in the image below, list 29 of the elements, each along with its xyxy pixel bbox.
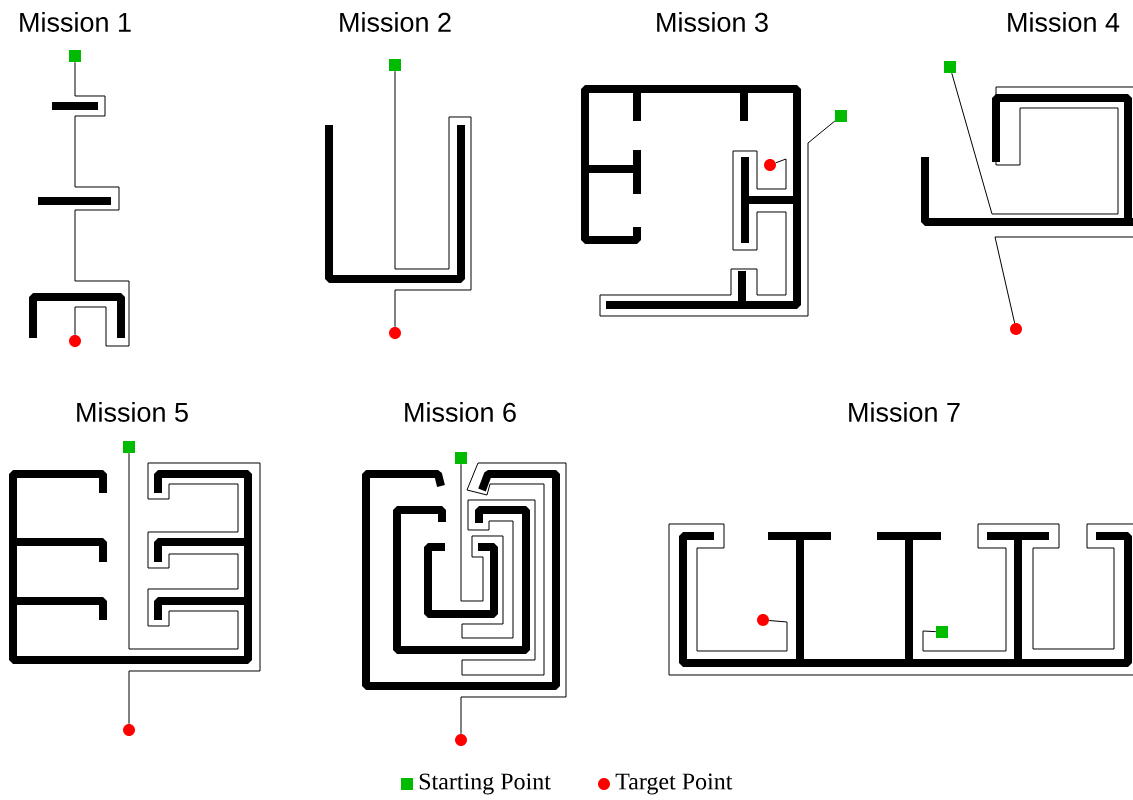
- target-marker: [69, 335, 81, 347]
- mission-title: Mission 3: [657, 12, 768, 32]
- mission-title: Mission 1: [20, 12, 131, 32]
- legend-label: Target Point: [615, 773, 733, 795]
- mission-title: Mission 6: [405, 402, 516, 422]
- mission-title: Mission 4: [1008, 12, 1120, 32]
- start-marker: [936, 626, 948, 638]
- path-line: [951, 72, 1133, 324]
- target-marker: [389, 327, 401, 339]
- start-marker: [835, 110, 847, 122]
- path-line: [394, 70, 472, 328]
- path-line: [460, 462, 567, 735]
- mission-title: Mission 7: [849, 402, 960, 422]
- path-line: [128, 452, 261, 725]
- start-marker: [389, 59, 401, 71]
- target-marker: [757, 614, 769, 626]
- target-marker: [455, 734, 467, 746]
- target-marker: [1010, 323, 1022, 335]
- start-marker: [455, 452, 467, 464]
- mission-title: Mission 5: [77, 402, 188, 422]
- start-marker: [69, 50, 81, 62]
- mission-title: Mission 2: [340, 12, 451, 32]
- start-marker: [123, 441, 135, 453]
- path-line: [599, 120, 836, 317]
- start-marker: [944, 61, 956, 73]
- path-line: [74, 61, 130, 347]
- target-marker: [123, 724, 135, 736]
- legend-label: Starting Point: [419, 773, 551, 795]
- target-marker: [764, 159, 776, 171]
